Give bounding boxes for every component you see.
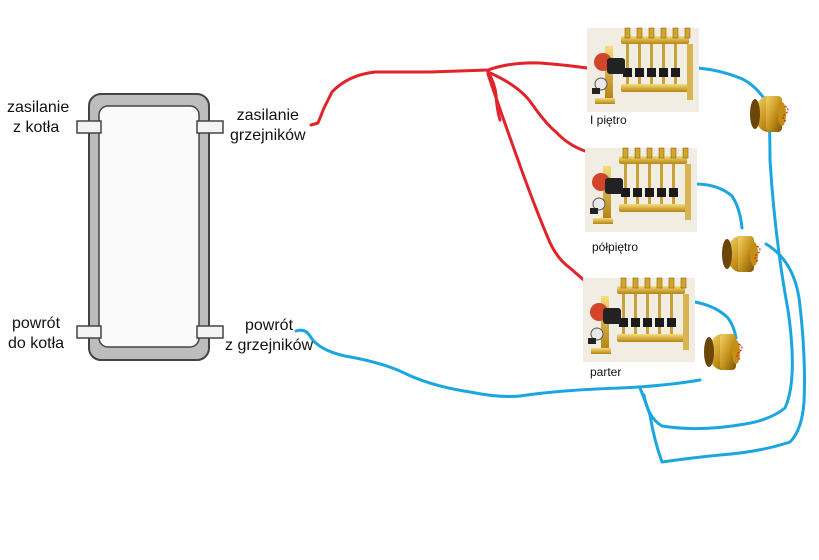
label-supply-to-radiators: zasilanie grzejników <box>230 106 306 146</box>
supply-branch-extra <box>486 70 502 122</box>
tank-port-supply-in <box>76 120 102 134</box>
label-supply-to-radiators-line1: zasilanie <box>236 107 299 124</box>
label-supply-to-radiators-line2: grzejników <box>230 127 306 144</box>
tank-port-supply-out <box>196 120 224 134</box>
label-supply-from-boiler-line2: z kotła <box>13 119 60 136</box>
label-floor-1: I piętro <box>590 113 627 127</box>
return-pipe-ground <box>693 300 738 340</box>
supply-pipes <box>309 61 589 284</box>
tank-port-return-out <box>76 325 102 339</box>
label-supply-from-boiler-line1: zasilanie <box>7 99 70 116</box>
label-return-to-boiler-line1: powrót <box>12 315 61 332</box>
label-return-to-boiler-line2: do kotła <box>8 335 65 352</box>
supply-pipe-mezzanine <box>486 70 587 153</box>
return-main-pipe <box>294 328 702 398</box>
return-pipe-floor1 <box>642 66 794 431</box>
buffer-tank <box>76 93 224 361</box>
label-floor-ground: parter <box>590 365 622 379</box>
label-supply-from-boiler: zasilanie z kotła <box>7 98 69 138</box>
return-pipes <box>294 66 806 464</box>
valve-mezzanine-icon <box>721 235 761 273</box>
manifold-ground-icon <box>582 277 696 363</box>
valve-floor1-icon <box>749 95 789 133</box>
return-pipe-mezzanine-to-loop <box>638 242 806 464</box>
manifold-mezzanine-icon <box>584 147 698 233</box>
manifold-floor1-icon <box>586 27 700 113</box>
label-floor-mezzanine: półpiętro <box>592 240 639 254</box>
return-pipe-mezzanine <box>693 182 744 230</box>
supply-pipe-ground <box>486 72 588 284</box>
label-return-to-boiler: powrót do kotła <box>8 314 64 354</box>
label-return-from-radiators-line2: z grzejników <box>225 337 314 354</box>
label-return-from-radiators-line1: powrót <box>245 317 294 334</box>
supply-pipe-floor1 <box>486 61 589 72</box>
label-return-from-radiators: powrót z grzejników <box>225 316 313 356</box>
supply-main-pipe <box>309 68 490 127</box>
tank-port-return-in <box>196 325 224 339</box>
